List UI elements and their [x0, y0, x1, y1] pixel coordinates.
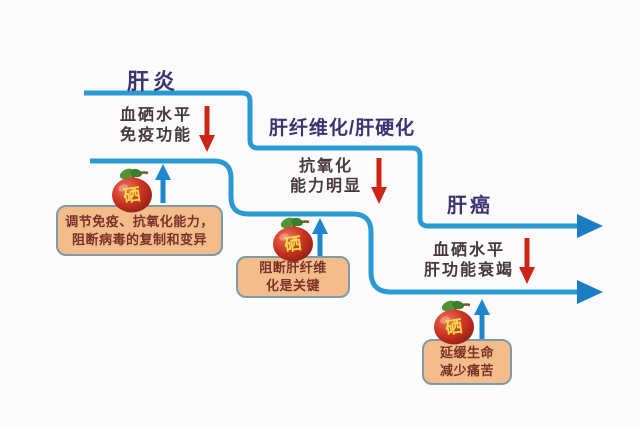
- selenium-apple-icon: 硒: [112, 168, 152, 213]
- selenium-apple-label: 硒: [444, 317, 463, 338]
- up-arrow-icon-1: [155, 164, 171, 203]
- decline-arrow-icon-3: [519, 238, 535, 284]
- upper-line-arrowhead-icon: [577, 214, 603, 238]
- stage-title-fibrosis-cirrhosis: 肝纤维化/肝硬化: [268, 118, 416, 139]
- benefit-box-immunity-line1: 调节免疫、抗氧化能力，: [65, 213, 214, 229]
- decline-note-1-line1: 血硒水平: [119, 105, 192, 124]
- decline-note-1-line2: 免疫功能: [119, 125, 192, 144]
- decline-note-3: 血硒水平 肝功能衰竭: [404, 240, 534, 280]
- decline-note-2: 抗氧化 能力明显: [263, 156, 389, 196]
- decline-note-3-line2: 肝功能衰竭: [423, 260, 514, 279]
- benefit-box-immunity-line2: 阻断病毒的复制和变异: [71, 231, 207, 247]
- lower-line-arrowhead-icon: [577, 280, 603, 304]
- stage-title-liver-cancer: 肝癌: [447, 195, 493, 217]
- decline-note-2-line1: 抗氧化: [298, 156, 353, 175]
- upper-staircase-line: [84, 90, 579, 229]
- benefit-box-block-fibrosis-line1: 阻断肝纤维: [259, 260, 327, 275]
- up-arrow-icon-3: [474, 299, 490, 339]
- decline-note-1: 血硒水平 免疫功能: [94, 105, 218, 145]
- benefit-box-block-fibrosis: 阻断肝纤维 化是关键: [236, 256, 350, 298]
- selenium-apple-icon: 硒: [273, 217, 313, 262]
- stage-title-hepatitis: 肝炎: [126, 69, 179, 94]
- benefit-box-immunity: 调节免疫、抗氧化能力， 阻断病毒的复制和变异: [56, 205, 223, 256]
- benefit-box-prolong-life-line1: 延缓生命: [439, 345, 494, 360]
- decline-arrow-icon-2: [371, 158, 387, 204]
- decline-arrow-icon-1: [199, 106, 215, 152]
- selenium-apple-icon: 硒: [434, 300, 474, 345]
- decline-note-2-line2: 能力明显: [289, 176, 362, 195]
- lower-staircase-line: [90, 158, 579, 295]
- selenium-apple-label: 硒: [283, 234, 302, 255]
- decline-note-3-line1: 血硒水平: [432, 240, 505, 259]
- selenium-apple-label: 硒: [122, 185, 141, 206]
- benefit-box-prolong-life-line2: 减少痛苦: [439, 363, 494, 378]
- benefit-box-prolong-life: 延缓生命 减少痛苦: [422, 339, 512, 385]
- benefit-box-block-fibrosis-line2: 化是关键: [265, 278, 320, 293]
- up-arrow-icon-2: [312, 218, 328, 256]
